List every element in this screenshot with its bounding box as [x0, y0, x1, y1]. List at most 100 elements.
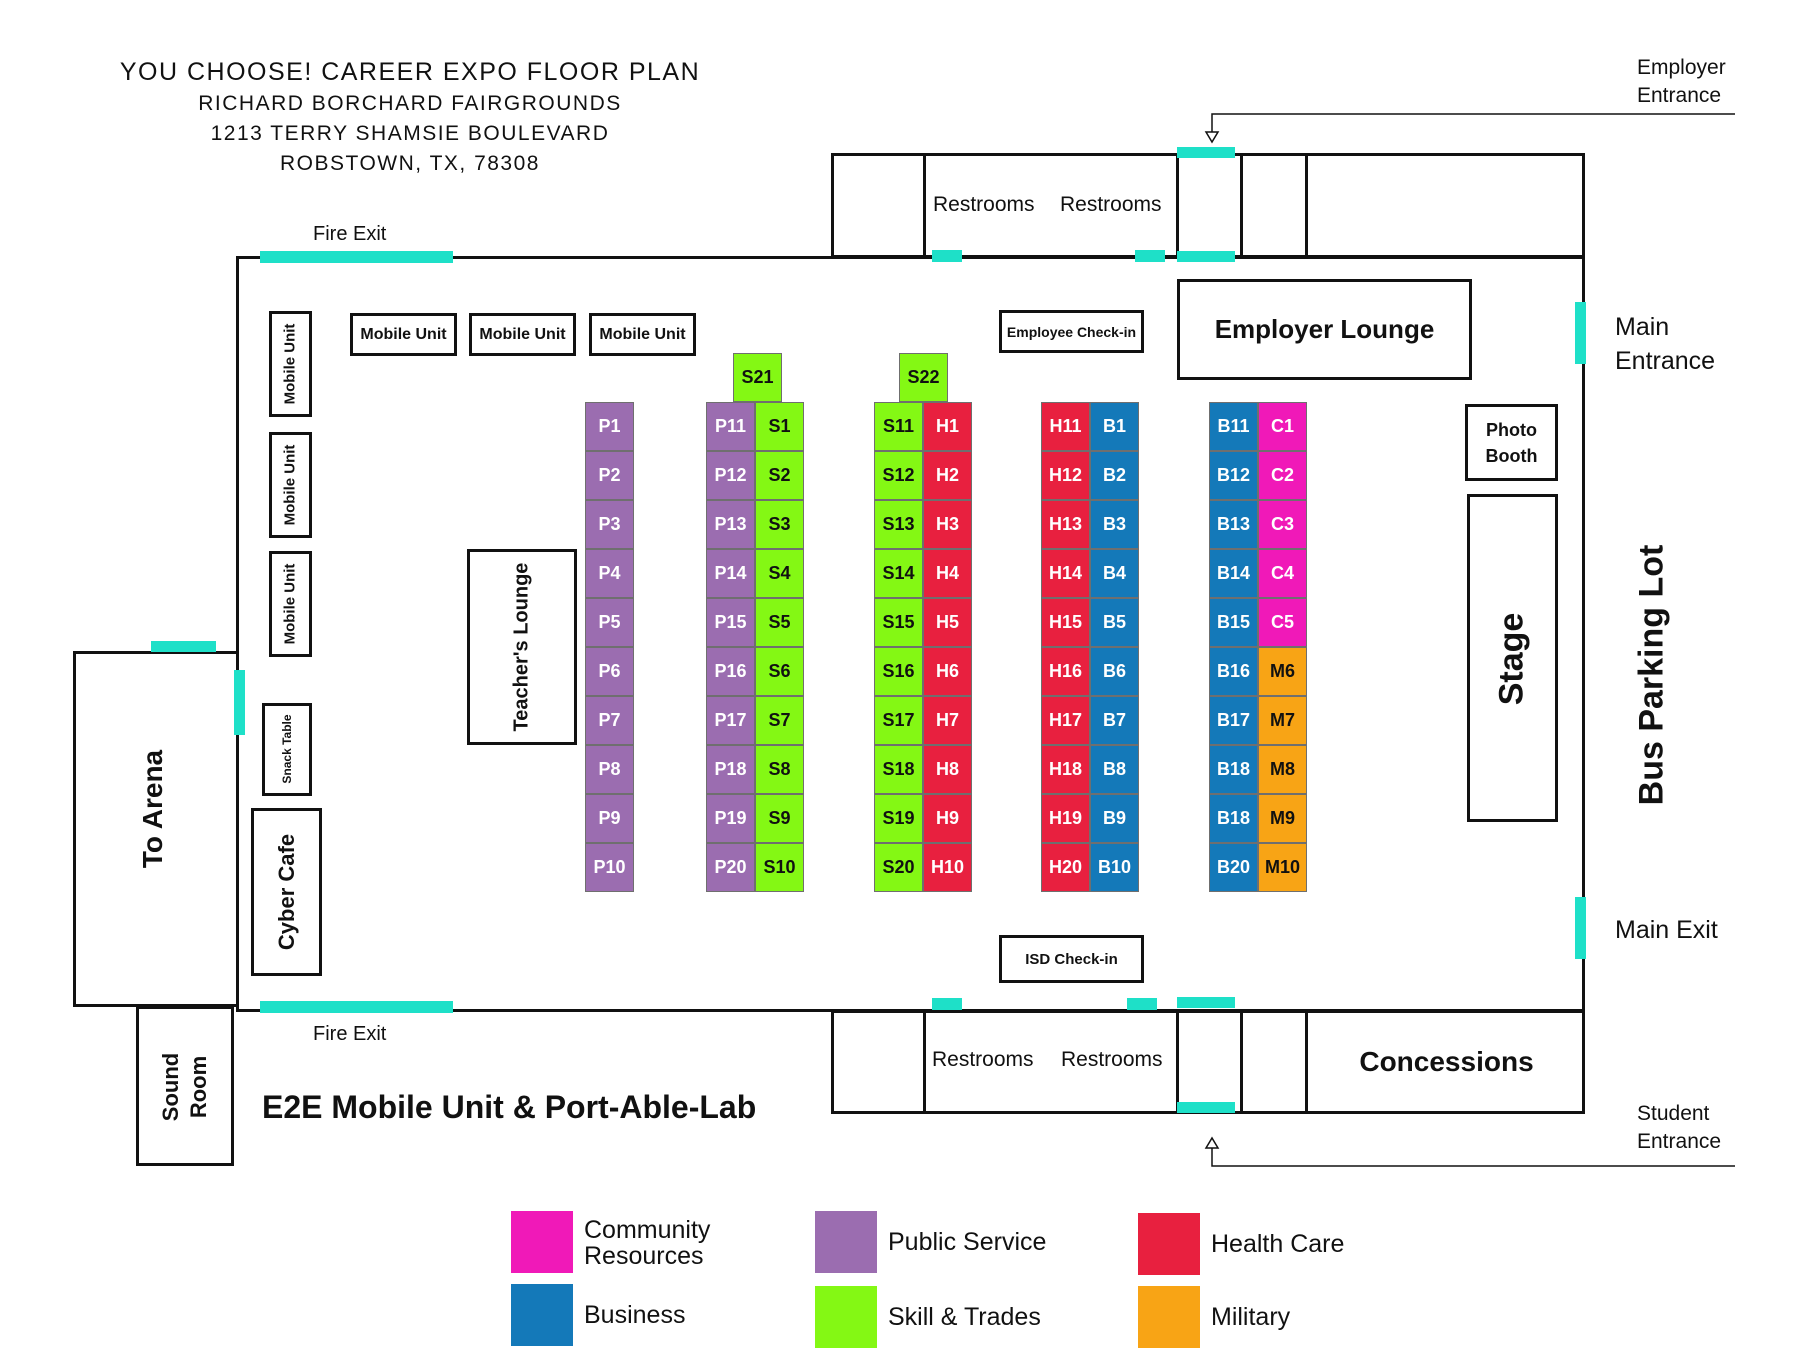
employer-entrance-door[interactable] — [1177, 147, 1235, 158]
booth-b15[interactable]: B15 — [1209, 598, 1258, 647]
booth-p13[interactable]: P13 — [706, 500, 755, 549]
booth-b12[interactable]: B12 — [1209, 451, 1258, 500]
booth-b20[interactable]: B20 — [1209, 843, 1258, 892]
student-entrance-inner-door[interactable] — [1177, 997, 1235, 1008]
booth-p1[interactable]: P1 — [585, 402, 634, 451]
mobile-unit-side[interactable] — [269, 551, 312, 657]
booth-s16[interactable]: S16 — [874, 647, 923, 696]
fire-exit-door-top[interactable] — [260, 251, 453, 263]
booth-s13[interactable]: S13 — [874, 500, 923, 549]
booth-b6[interactable]: B6 — [1090, 647, 1139, 696]
booth-p3[interactable]: P3 — [585, 500, 634, 549]
booth-b18[interactable]: B18 — [1209, 745, 1258, 794]
booth-p17[interactable]: P17 — [706, 696, 755, 745]
booth-b5[interactable]: B5 — [1090, 598, 1139, 647]
booth-p6[interactable]: P6 — [585, 647, 634, 696]
booth-h17[interactable]: H17 — [1041, 696, 1090, 745]
booth-s9[interactable]: S9 — [755, 794, 804, 843]
booth-h11[interactable]: H11 — [1041, 402, 1090, 451]
booth-h18[interactable]: H18 — [1041, 745, 1090, 794]
booth-h3[interactable]: H3 — [923, 500, 972, 549]
booth-h19[interactable]: H19 — [1041, 794, 1090, 843]
booth-p20[interactable]: P20 — [706, 843, 755, 892]
student-entrance-door[interactable] — [1177, 1102, 1235, 1113]
snack-table[interactable] — [262, 703, 312, 796]
mobile-unit-side[interactable] — [269, 432, 312, 538]
isd-checkin[interactable]: ISD Check-in — [999, 935, 1144, 983]
employer-entrance-inner-door[interactable] — [1177, 251, 1235, 262]
booth-b11[interactable]: B11 — [1209, 402, 1258, 451]
booth-b9[interactable]: B9 — [1090, 794, 1139, 843]
booth-b4[interactable]: B4 — [1090, 549, 1139, 598]
stage[interactable] — [1467, 494, 1558, 822]
booth-s22[interactable]: S22 — [899, 353, 948, 402]
booth-p11[interactable]: P11 — [706, 402, 755, 451]
mobile-unit[interactable]: Mobile Unit — [589, 313, 696, 356]
restroom-door[interactable] — [932, 998, 962, 1010]
booth-b18[interactable]: B18 — [1209, 794, 1258, 843]
booth-h9[interactable]: H9 — [923, 794, 972, 843]
booth-s20[interactable]: S20 — [874, 843, 923, 892]
booth-h2[interactable]: H2 — [923, 451, 972, 500]
booth-h5[interactable]: H5 — [923, 598, 972, 647]
booth-p16[interactable]: P16 — [706, 647, 755, 696]
booth-h10[interactable]: H10 — [923, 843, 972, 892]
booth-m7[interactable]: M7 — [1258, 696, 1307, 745]
teachers-lounge[interactable] — [467, 549, 577, 745]
booth-s19[interactable]: S19 — [874, 794, 923, 843]
booth-b3[interactable]: B3 — [1090, 500, 1139, 549]
booth-p12[interactable]: P12 — [706, 451, 755, 500]
booth-m10[interactable]: M10 — [1258, 843, 1307, 892]
booth-p5[interactable]: P5 — [585, 598, 634, 647]
booth-s12[interactable]: S12 — [874, 451, 923, 500]
booth-m6[interactable]: M6 — [1258, 647, 1307, 696]
booth-p19[interactable]: P19 — [706, 794, 755, 843]
booth-b10[interactable]: B10 — [1090, 843, 1139, 892]
booth-s3[interactable]: S3 — [755, 500, 804, 549]
main-entrance-door[interactable] — [1575, 302, 1586, 364]
booth-s7[interactable]: S7 — [755, 696, 804, 745]
booth-s8[interactable]: S8 — [755, 745, 804, 794]
cyber-cafe[interactable] — [251, 808, 322, 976]
booth-s21[interactable]: S21 — [733, 353, 782, 402]
booth-s18[interactable]: S18 — [874, 745, 923, 794]
booth-c5[interactable]: C5 — [1258, 598, 1307, 647]
fire-exit-door-bottom[interactable] — [260, 1001, 453, 1013]
booth-b14[interactable]: B14 — [1209, 549, 1258, 598]
booth-p8[interactable]: P8 — [585, 745, 634, 794]
booth-p14[interactable]: P14 — [706, 549, 755, 598]
booth-p15[interactable]: P15 — [706, 598, 755, 647]
booth-p9[interactable]: P9 — [585, 794, 634, 843]
booth-p18[interactable]: P18 — [706, 745, 755, 794]
booth-h14[interactable]: H14 — [1041, 549, 1090, 598]
booth-s11[interactable]: S11 — [874, 402, 923, 451]
booth-m8[interactable]: M8 — [1258, 745, 1307, 794]
mobile-unit-side[interactable] — [269, 311, 312, 417]
booth-b8[interactable]: B8 — [1090, 745, 1139, 794]
mobile-unit[interactable]: Mobile Unit — [469, 313, 576, 356]
booth-b17[interactable]: B17 — [1209, 696, 1258, 745]
employer-lounge[interactable]: Employer Lounge — [1177, 279, 1472, 380]
photo-booth[interactable]: Photo Booth — [1465, 404, 1558, 481]
booth-b2[interactable]: B2 — [1090, 451, 1139, 500]
mobile-unit[interactable]: Mobile Unit — [350, 313, 457, 356]
booth-s15[interactable]: S15 — [874, 598, 923, 647]
main-exit-door[interactable] — [1575, 897, 1586, 959]
booth-h13[interactable]: H13 — [1041, 500, 1090, 549]
booth-h12[interactable]: H12 — [1041, 451, 1090, 500]
restroom-door[interactable] — [1135, 250, 1165, 262]
booth-b1[interactable]: B1 — [1090, 402, 1139, 451]
booth-b16[interactable]: B16 — [1209, 647, 1258, 696]
booth-p7[interactable]: P7 — [585, 696, 634, 745]
booth-s17[interactable]: S17 — [874, 696, 923, 745]
booth-p10[interactable]: P10 — [585, 843, 634, 892]
booth-s14[interactable]: S14 — [874, 549, 923, 598]
booth-c1[interactable]: C1 — [1258, 402, 1307, 451]
booth-m9[interactable]: M9 — [1258, 794, 1307, 843]
booth-h20[interactable]: H20 — [1041, 843, 1090, 892]
booth-b7[interactable]: B7 — [1090, 696, 1139, 745]
booth-s2[interactable]: S2 — [755, 451, 804, 500]
booth-c2[interactable]: C2 — [1258, 451, 1307, 500]
booth-h6[interactable]: H6 — [923, 647, 972, 696]
booth-s10[interactable]: S10 — [755, 843, 804, 892]
